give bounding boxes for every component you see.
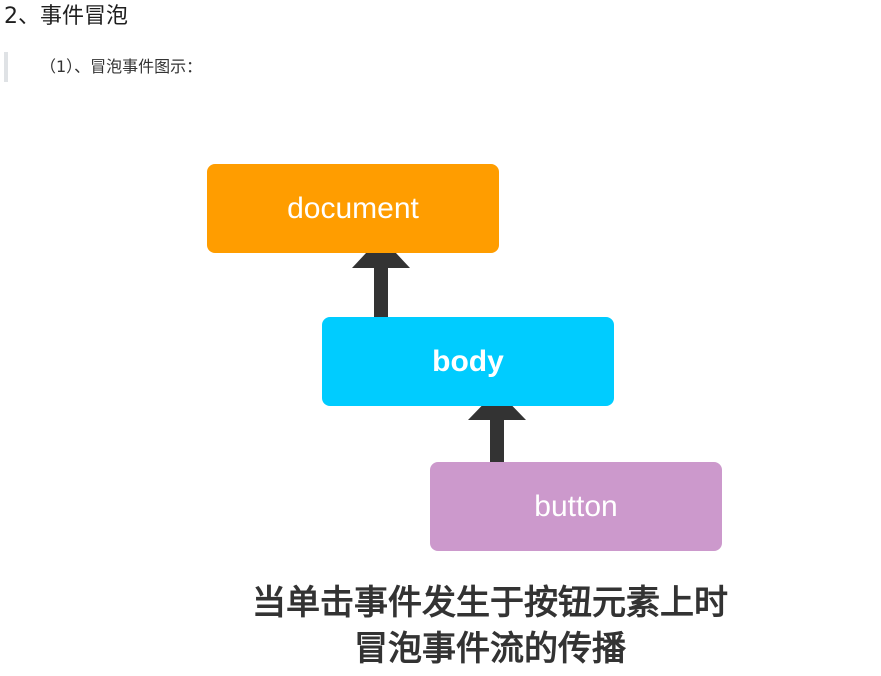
node-document: document — [207, 164, 499, 253]
arrow-shaft — [490, 418, 504, 462]
node-body: body — [322, 317, 614, 406]
caption-line-1: 当单击事件发生于按钮元素上时 — [252, 583, 728, 623]
subheading-text: （1）、冒泡事件图示： — [40, 57, 203, 76]
caption-line-2: 冒泡事件流的传播 — [354, 629, 626, 669]
subheading-quote: （1）、冒泡事件图示： — [4, 52, 202, 82]
section-heading: 2、事件冒泡 — [4, 4, 128, 29]
diagram-caption: 当单击事件发生于按钮元素上时 冒泡事件流的传播 — [180, 580, 800, 672]
arrow-shaft — [374, 266, 388, 317]
node-button: button — [430, 462, 722, 551]
